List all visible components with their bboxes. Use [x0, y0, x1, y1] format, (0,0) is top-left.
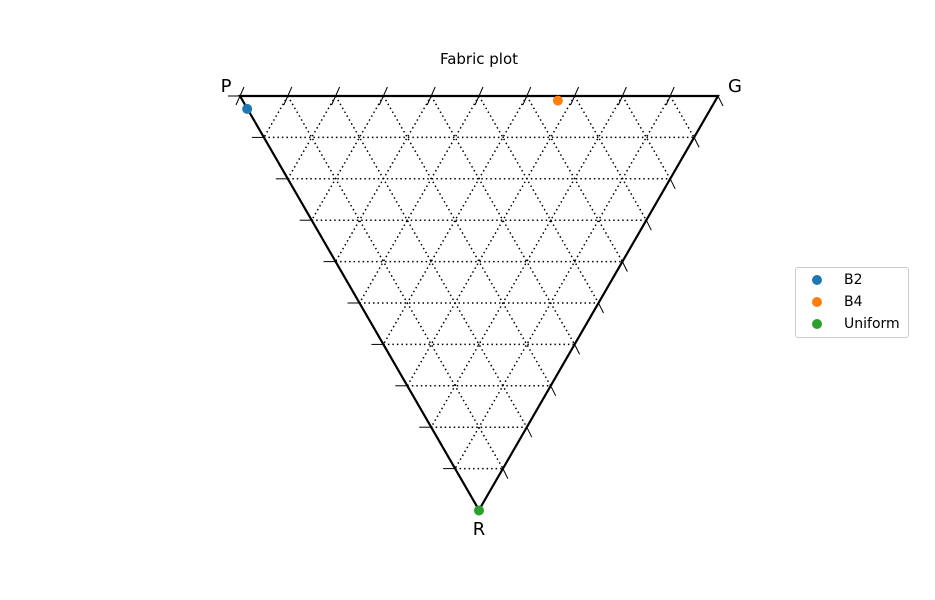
legend-marker-b4 [812, 297, 822, 307]
grid-line [430, 95, 576, 345]
tick-mark [669, 178, 676, 190]
tick-mark [502, 468, 509, 479]
legend-label-uniform: Uniform [844, 316, 900, 332]
grid-line [526, 95, 624, 262]
legend-label-b2: B2 [844, 272, 863, 288]
vertex-label-p: P [221, 76, 232, 97]
tick-mark [574, 344, 581, 355]
data-point-uniform [474, 505, 484, 516]
tick-mark [717, 95, 724, 107]
legend: B2 B4 Uniform [795, 267, 909, 338]
legend-item-uniform: Uniform [796, 314, 900, 334]
grid-line [334, 95, 432, 262]
tick-mark [550, 385, 557, 397]
data-point-b2 [242, 103, 253, 114]
grid-line [454, 95, 671, 469]
grid-line [406, 95, 576, 387]
legend-marker-uniform [812, 319, 822, 329]
tick-mark [598, 302, 604, 314]
chart-title: Fabric plot [440, 50, 518, 68]
legend-label-b4: B4 [844, 294, 863, 310]
legend-item-b2: B2 [796, 270, 863, 290]
legend-marker-b2 [812, 275, 822, 285]
tick-mark [693, 137, 700, 148]
grid-line [430, 95, 624, 428]
tick-mark [621, 261, 628, 272]
tick-mark [526, 426, 533, 438]
data-points [242, 95, 563, 516]
grid-line [287, 95, 504, 469]
grid-lines [263, 95, 695, 470]
grid-line [669, 95, 695, 138]
vertex-label-r: R [473, 519, 486, 540]
ternary-triangle [238, 94, 720, 513]
grid-line [334, 95, 528, 428]
grid-line [573, 95, 647, 221]
grid-line [382, 95, 552, 387]
grid-line [478, 95, 600, 304]
grid-line [263, 95, 289, 138]
vertex-label-g: G [728, 76, 742, 97]
grid-line [382, 95, 528, 345]
legend-item-b4: B4 [796, 292, 863, 312]
grid-line [358, 95, 480, 304]
tick-mark [645, 219, 652, 231]
data-point-b4 [552, 95, 563, 106]
axis-ticks [228, 86, 724, 479]
grid-line [311, 95, 385, 221]
